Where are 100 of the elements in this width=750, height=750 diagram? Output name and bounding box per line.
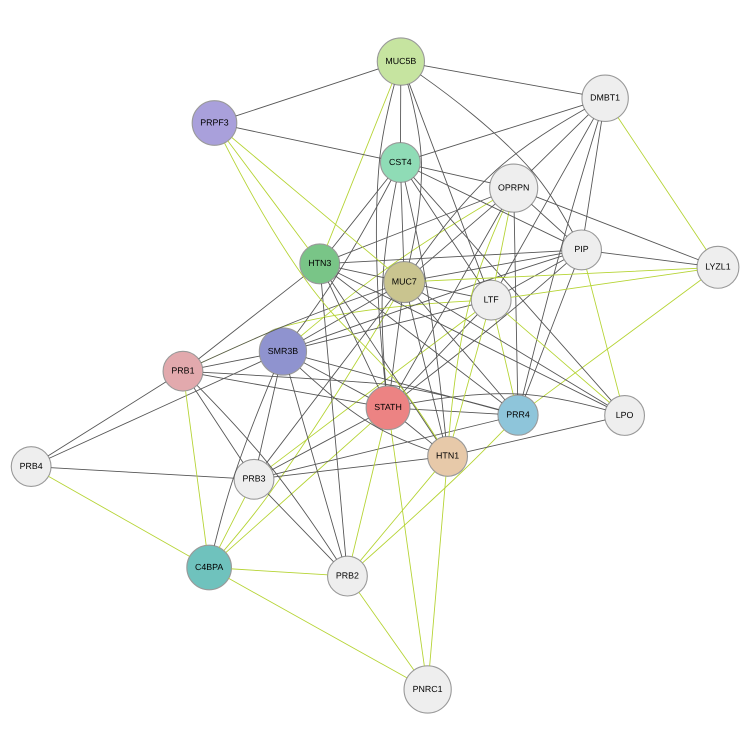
connector (198, 275, 304, 359)
connector (531, 203, 568, 236)
connector (407, 83, 422, 262)
connector (508, 258, 564, 290)
connector (300, 367, 429, 450)
connector (214, 372, 274, 546)
connector (303, 291, 387, 340)
connector (410, 408, 498, 414)
connector (448, 208, 504, 436)
connector (419, 104, 584, 156)
connector (398, 208, 502, 389)
connector (185, 390, 207, 546)
connector (415, 108, 586, 265)
connector (338, 196, 492, 256)
node-circle: SMR3B (258, 326, 308, 376)
connector (224, 142, 438, 440)
connector (50, 466, 234, 478)
connector (500, 118, 594, 283)
node-circle: CST4 (380, 142, 421, 182)
connector (226, 422, 372, 552)
connector (202, 374, 367, 404)
connector (424, 64, 583, 94)
connector (429, 475, 446, 666)
node-circle: PRB1 (162, 350, 204, 392)
connector (408, 83, 485, 282)
connector (420, 74, 573, 232)
node-circle: MUC7 (383, 260, 426, 303)
connector (410, 178, 481, 284)
connector (402, 314, 478, 392)
connector (332, 177, 388, 248)
connector (413, 176, 612, 400)
connector (494, 210, 510, 280)
connector (326, 82, 392, 246)
connector (452, 318, 486, 437)
connector (408, 301, 444, 437)
connector (584, 120, 602, 230)
connector (424, 252, 562, 278)
node-circle: PRPF3 (192, 100, 238, 146)
node-circle: PIP (561, 228, 602, 270)
connector (218, 496, 246, 548)
connector (330, 280, 437, 440)
connector (231, 136, 389, 269)
connector (495, 318, 514, 396)
connector (360, 470, 436, 561)
connector (328, 280, 379, 388)
connector (258, 374, 278, 460)
connector (390, 302, 402, 386)
connector (405, 262, 567, 394)
connector (409, 392, 606, 410)
connector (424, 267, 698, 282)
node-circle: MUC5B (376, 36, 426, 86)
connector (202, 355, 260, 368)
connector (424, 285, 472, 296)
connector (296, 179, 392, 332)
connector (338, 267, 385, 278)
connector (305, 356, 500, 410)
connector (236, 126, 382, 158)
connector (289, 373, 342, 557)
node-circle: LPO (604, 394, 646, 436)
connector (48, 475, 190, 556)
connector (306, 304, 472, 346)
connector (536, 196, 699, 260)
connector (420, 166, 491, 183)
connector (404, 180, 446, 436)
connector (418, 170, 564, 242)
connector (266, 297, 392, 464)
connector (417, 296, 506, 400)
node-circle: PRB2 (327, 555, 368, 596)
connector (618, 116, 707, 250)
connector (337, 272, 608, 407)
connector (358, 591, 414, 670)
connector (514, 211, 518, 395)
node-circle: HTN3 (299, 242, 340, 284)
connector (400, 181, 404, 262)
node-circle: LTF (470, 279, 512, 320)
connector (586, 268, 620, 396)
node-circle: LYZL1 (696, 245, 740, 288)
node-circle: HTN1 (427, 435, 468, 476)
node-circle: PRB4 (10, 446, 52, 486)
node-circle: PRB3 (234, 458, 274, 500)
connector (362, 428, 505, 563)
connector (530, 114, 589, 172)
node-circle: C4BPA (186, 544, 232, 590)
node-circle: PRR4 (497, 394, 539, 436)
node-circle: PNRC1 (403, 664, 452, 714)
connector (419, 202, 496, 269)
connector (600, 251, 698, 265)
connector (506, 312, 610, 402)
connector (202, 371, 500, 410)
connector (228, 577, 408, 678)
connector (335, 275, 502, 403)
connector (196, 384, 338, 560)
connector (274, 458, 428, 477)
connector (227, 140, 308, 248)
connector (522, 120, 599, 396)
connector (404, 420, 432, 444)
connector (270, 311, 476, 468)
connector (339, 250, 562, 263)
connector (48, 360, 262, 458)
connector (524, 268, 575, 396)
